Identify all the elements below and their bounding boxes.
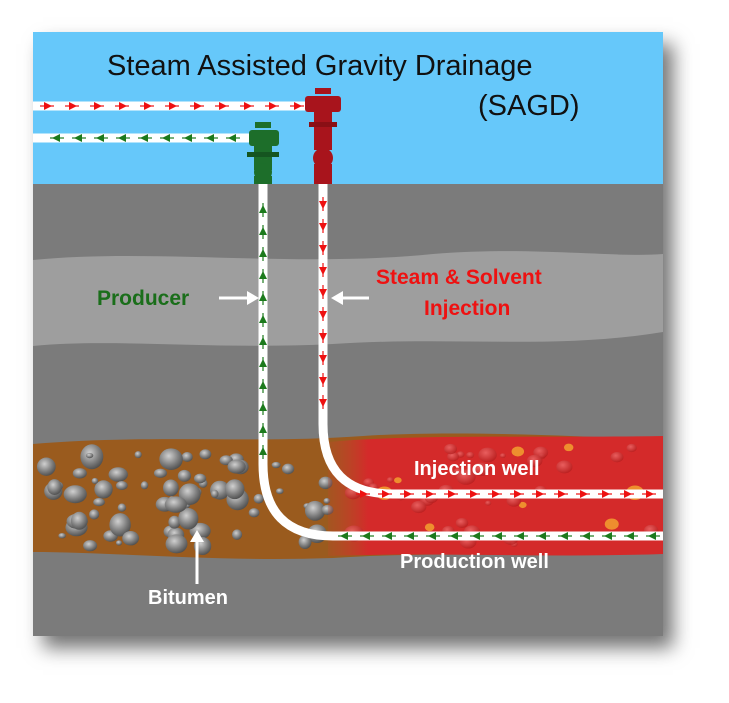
steam-bubble — [386, 477, 394, 483]
rock-particle — [117, 503, 127, 512]
rock-particle — [140, 481, 149, 490]
rock-particle — [232, 529, 243, 540]
steam-bubble — [499, 453, 506, 459]
rock-particle — [63, 485, 87, 504]
rock-layer — [33, 184, 663, 636]
rock-particle — [115, 481, 128, 490]
rock-particle — [94, 480, 113, 499]
rock-particle — [163, 479, 179, 497]
rock-particle — [153, 468, 167, 478]
steam-bubble — [485, 500, 492, 506]
diagram-title: Steam Assisted Gravity Drainage — [107, 50, 533, 82]
rock-particle — [281, 463, 295, 475]
rock-particle — [181, 452, 193, 462]
rock-particle — [91, 477, 99, 484]
rock-particle — [115, 540, 123, 546]
flow-arrows — [40, 102, 660, 540]
rock-particle — [298, 535, 312, 550]
rock-particle — [70, 511, 88, 530]
injection-pointer-arrow — [331, 291, 369, 305]
steam-bubble — [447, 451, 459, 462]
producer-label: Producer — [97, 287, 190, 310]
rock-particle — [93, 497, 105, 507]
rock-particle — [168, 515, 181, 529]
rock-particle — [248, 508, 260, 518]
steam-bubble — [424, 523, 435, 532]
steam-bubble — [455, 517, 469, 528]
rock-particle — [89, 509, 100, 520]
steam-bubble — [610, 451, 624, 463]
steam-bubble — [556, 460, 573, 474]
rock-particle — [276, 488, 284, 495]
rock-particle — [177, 469, 192, 482]
steam-bubble — [526, 454, 543, 468]
steam-bubble — [478, 447, 497, 463]
rock-particle — [47, 479, 62, 495]
rock-particle — [253, 493, 264, 504]
rock-particle — [159, 448, 183, 471]
diagram-subtitle: (SAGD) — [478, 90, 580, 122]
bitumen-rocks — [36, 444, 334, 556]
rock-particle — [122, 531, 140, 546]
steam-bubble — [466, 451, 475, 459]
bitumen-pointer-arrow — [190, 530, 204, 584]
rock-particle — [199, 449, 212, 460]
rock-particle — [271, 461, 281, 469]
rock-particle — [36, 457, 56, 476]
sagd-diagram-frame: Steam Assisted Gravity Drainage (SAGD) P… — [33, 32, 663, 636]
rock-particle — [304, 500, 326, 521]
steam-bubble — [444, 443, 458, 455]
steam-bubble — [411, 500, 427, 514]
steam-injection-label-line2: Injection — [424, 297, 511, 320]
sagd-diagram — [33, 32, 663, 636]
steam-bubble — [604, 518, 619, 530]
producer-wellhead-icon — [247, 122, 279, 184]
steam-bubble — [472, 462, 490, 477]
steam-bubble — [518, 501, 527, 509]
rock-particle — [178, 508, 199, 530]
rock-particle — [224, 479, 245, 500]
production-well-label: Production well — [400, 551, 549, 573]
rock-particle — [109, 513, 131, 537]
steam-injection-label-line1: Steam & Solvent — [376, 266, 542, 289]
rock-particle — [165, 534, 188, 554]
steam-bubble — [456, 469, 476, 485]
rock-particle — [134, 451, 142, 459]
rock-particle — [164, 496, 187, 513]
steam-bubble — [563, 443, 574, 452]
steam-bubble — [626, 443, 637, 453]
steam-bubble — [394, 477, 402, 484]
rock-particle — [85, 452, 94, 459]
injection-well-label: Injection well — [414, 458, 540, 480]
rock-particle — [58, 532, 66, 539]
rock-particle — [72, 468, 87, 479]
steam-bubble — [511, 446, 525, 457]
rock-particle — [193, 473, 207, 484]
rock-particle — [83, 540, 98, 552]
rock-particle — [210, 489, 219, 499]
rock-particle — [108, 467, 128, 482]
rock-particle — [227, 459, 246, 474]
producer-pointer-arrow — [219, 291, 259, 305]
injector-wellhead-icon — [305, 88, 341, 184]
bitumen-label: Bitumen — [148, 587, 228, 609]
